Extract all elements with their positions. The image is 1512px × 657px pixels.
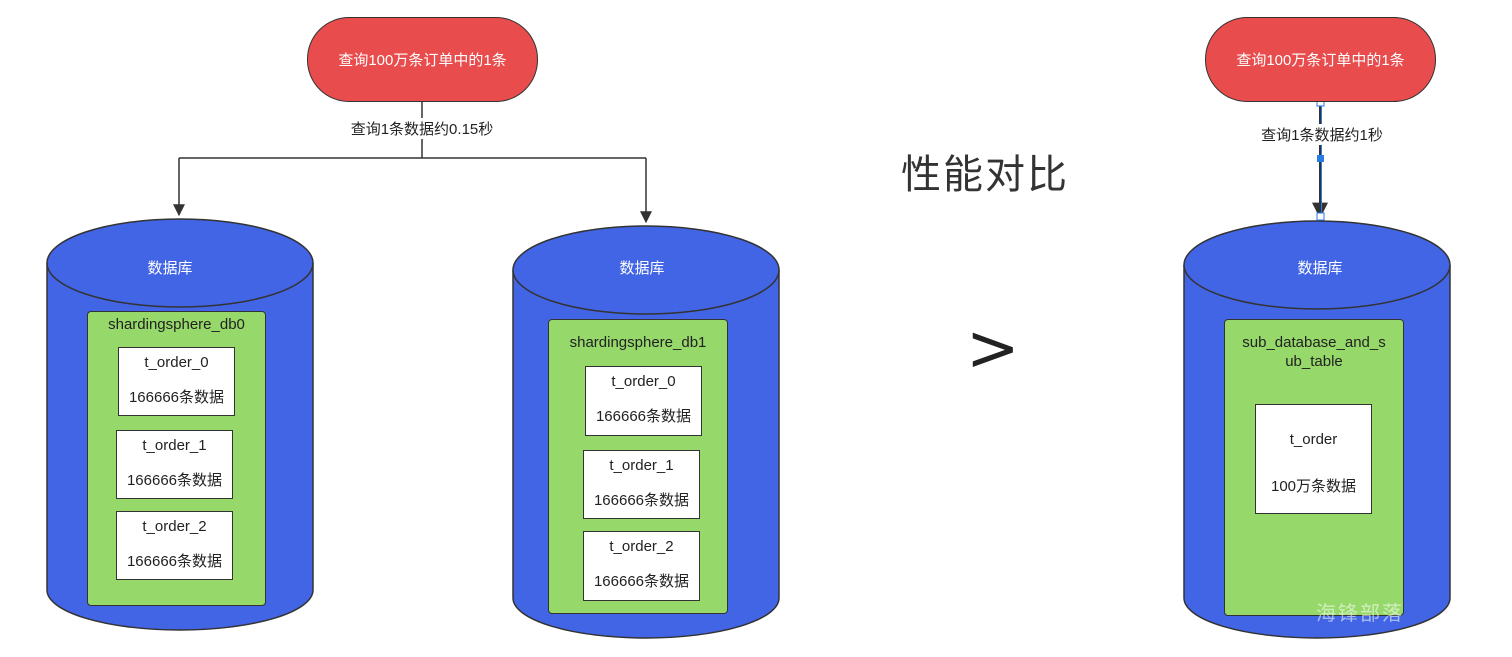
table-db0-t-order-1[interactable]: t_order_1 166666条数据 [116,430,233,499]
comparison-symbol: > [966,312,1020,386]
database-label-db1: 数据库 [619,260,665,277]
table-db1-t-order-2[interactable]: t_order_2 166666条数据 [583,531,700,601]
page-title: 性能对比 [901,153,1069,197]
schema-db1[interactable]: shardingsphere_db1 t_order_0 166666条数据 t… [548,319,728,614]
table-db1-t-order-1[interactable]: t_order_1 166666条数据 [583,450,700,519]
schema-single[interactable]: sub_database_and_s ub_table t_order 100万… [1224,319,1404,616]
left-edge-label: 查询1条数据约0.15秒 [342,118,502,139]
right-edge-label: 查询1条数据约1秒 [1252,124,1392,145]
table-name: t_order_0 [144,354,209,371]
database-label-single: 数据库 [1297,260,1343,277]
schema-title-db0: shardingsphere_db0 [108,316,245,333]
right-query-node[interactable]: 查询100万条订单中的1条 [1205,17,1436,102]
watermark: 海锋部落 [1316,603,1404,625]
schema-title-db1: shardingsphere_db1 [569,334,707,351]
table-count: 166666条数据 [126,553,223,570]
edge-handle-end [1316,212,1325,221]
schema-title-line1: sub_database_and_s [1242,334,1386,351]
right-connector[interactable] [1312,98,1328,221]
schema-title-line2: ub_table [1285,353,1343,370]
table-count: 166666条数据 [126,472,223,489]
edge-handle-mid [1317,155,1324,162]
schema-db0[interactable]: shardingsphere_db0 t_order_0 166666条数据 t… [87,311,266,606]
table-db0-t-order-2[interactable]: t_order_2 166666条数据 [116,511,233,580]
table-count: 100万条数据 [1270,478,1357,495]
table-name: t_order_2 [142,518,207,535]
table-single-t-order[interactable]: t_order 100万条数据 [1255,404,1372,514]
table-count: 166666条数据 [128,389,225,406]
table-name: t_order_0 [611,373,676,390]
table-name: t_order_1 [609,457,674,474]
table-count: 166666条数据 [595,408,692,425]
table-name: t_order_2 [609,538,674,555]
table-name: t_order_1 [142,437,207,454]
table-count: 166666条数据 [593,492,690,509]
left-query-node[interactable]: 查询100万条订单中的1条 [307,17,538,102]
table-db0-t-order-0[interactable]: t_order_0 166666条数据 [118,347,235,416]
table-count: 166666条数据 [593,573,690,590]
table-name: t_order [1289,431,1338,448]
database-label-db0: 数据库 [147,260,193,277]
table-db1-t-order-0[interactable]: t_order_0 166666条数据 [585,366,702,436]
